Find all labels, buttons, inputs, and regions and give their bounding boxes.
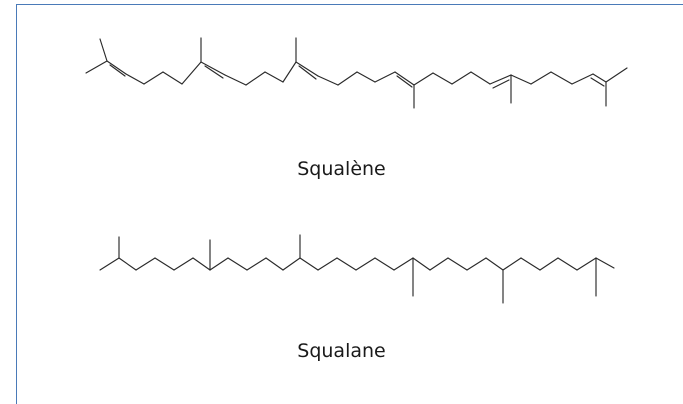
bond bbox=[265, 257, 284, 271]
bond bbox=[530, 71, 552, 85]
bond bbox=[510, 74, 532, 85]
double-bond bbox=[298, 65, 317, 80]
bond bbox=[99, 257, 120, 271]
squalane-structure bbox=[99, 234, 615, 304]
bond bbox=[282, 257, 301, 271]
bond bbox=[470, 71, 491, 85]
bond bbox=[135, 257, 156, 271]
bond bbox=[412, 257, 431, 271]
bond bbox=[489, 74, 512, 85]
bond bbox=[143, 71, 164, 85]
bond bbox=[393, 257, 414, 271]
bond bbox=[571, 73, 594, 85]
bond bbox=[295, 61, 319, 77]
bond bbox=[192, 257, 211, 271]
bond bbox=[154, 257, 175, 271]
double-bond bbox=[396, 75, 413, 88]
squalene-label: Squalène bbox=[297, 158, 386, 180]
bond bbox=[413, 72, 434, 86]
figure-frame bbox=[16, 4, 683, 404]
bond bbox=[374, 257, 395, 271]
bond bbox=[451, 71, 472, 85]
bond bbox=[99, 38, 108, 62]
bond bbox=[550, 71, 573, 85]
squalane-label: Squalane bbox=[297, 340, 386, 362]
bond bbox=[595, 257, 615, 269]
bond bbox=[539, 257, 559, 271]
bond bbox=[432, 72, 453, 85]
squalene-structure bbox=[85, 37, 628, 109]
bond bbox=[429, 257, 449, 271]
bond bbox=[299, 257, 319, 271]
bond bbox=[246, 257, 267, 271]
bond bbox=[592, 73, 607, 83]
bond bbox=[125, 73, 145, 85]
bond bbox=[447, 257, 468, 271]
bond bbox=[557, 257, 578, 271]
bond bbox=[355, 257, 376, 271]
bond bbox=[502, 257, 522, 271]
bond bbox=[118, 257, 137, 271]
bond bbox=[245, 71, 266, 86]
bond bbox=[106, 60, 127, 75]
bond bbox=[264, 71, 284, 83]
bond bbox=[576, 257, 597, 271]
bond bbox=[466, 257, 487, 271]
bond bbox=[356, 71, 376, 83]
bond bbox=[374, 71, 396, 83]
bond bbox=[394, 71, 415, 86]
double-bond bbox=[590, 77, 605, 87]
bond bbox=[200, 61, 226, 76]
double-bond bbox=[109, 64, 126, 77]
bond bbox=[227, 257, 248, 271]
bond bbox=[173, 257, 194, 271]
bond bbox=[337, 71, 358, 86]
bond bbox=[209, 257, 229, 271]
double-bond bbox=[492, 79, 510, 89]
bond bbox=[485, 257, 504, 271]
bond bbox=[85, 60, 108, 74]
bond bbox=[605, 67, 628, 83]
bond bbox=[317, 75, 339, 86]
bond bbox=[162, 71, 183, 85]
double-bond bbox=[204, 65, 224, 79]
bond bbox=[224, 74, 247, 86]
bond bbox=[282, 61, 297, 83]
bond bbox=[336, 257, 357, 271]
bond bbox=[317, 257, 338, 271]
bond bbox=[520, 257, 541, 271]
bond bbox=[181, 61, 202, 85]
